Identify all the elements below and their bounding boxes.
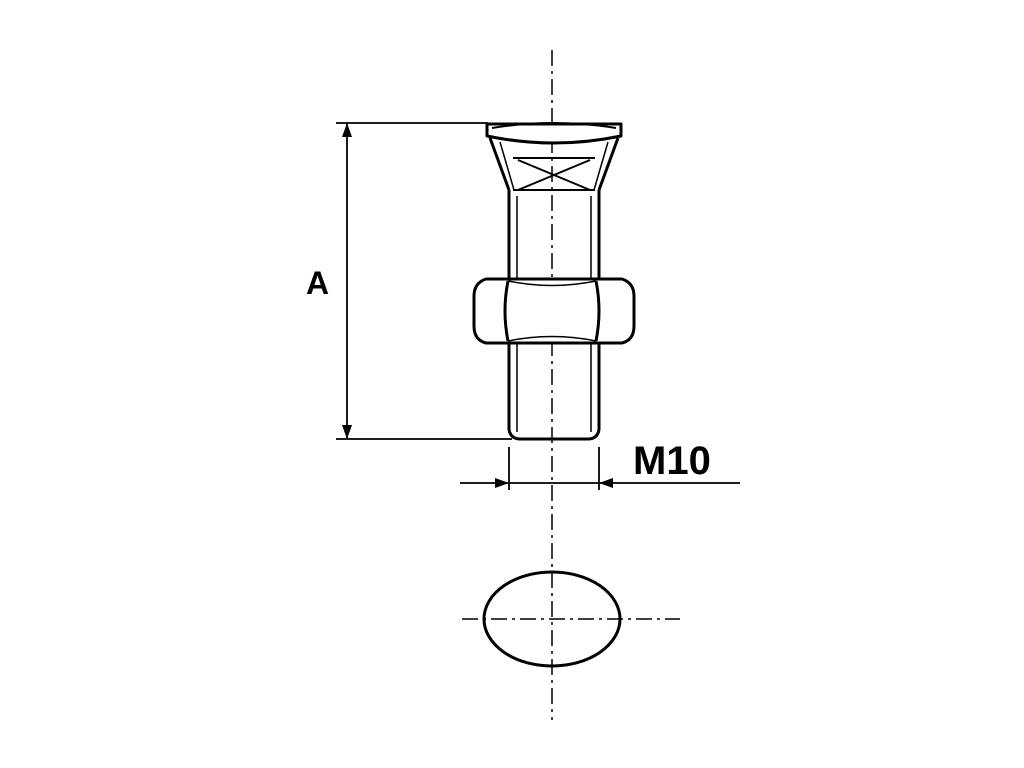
square-neck-cross — [513, 157, 595, 191]
bolt-neck — [488, 137, 620, 191]
bolt-tip — [507, 429, 601, 441]
hex-nut-chamfer — [507, 280, 597, 342]
bolt-shank-upper — [507, 190, 601, 282]
bolt-neck-inner — [499, 141, 609, 191]
bolt-head-outline — [482, 570, 622, 668]
bolt-head — [485, 122, 623, 145]
bolt-shank-lower-thread — [516, 343, 592, 432]
bolt-head-dome — [491, 122, 617, 129]
bolt-shank-upper-thread — [516, 196, 592, 282]
hex-nut-faces — [503, 280, 601, 342]
bolt-top-view — [462, 570, 680, 668]
hex-nut — [472, 277, 636, 345]
bolt-shank-lower — [507, 343, 601, 430]
thread-size-label: M10 — [633, 439, 711, 483]
dimension-a-label: A — [306, 265, 329, 301]
bolt-side-view — [472, 122, 636, 441]
dimension-a — [336, 122, 512, 440]
dimension-m10 — [460, 447, 740, 490]
